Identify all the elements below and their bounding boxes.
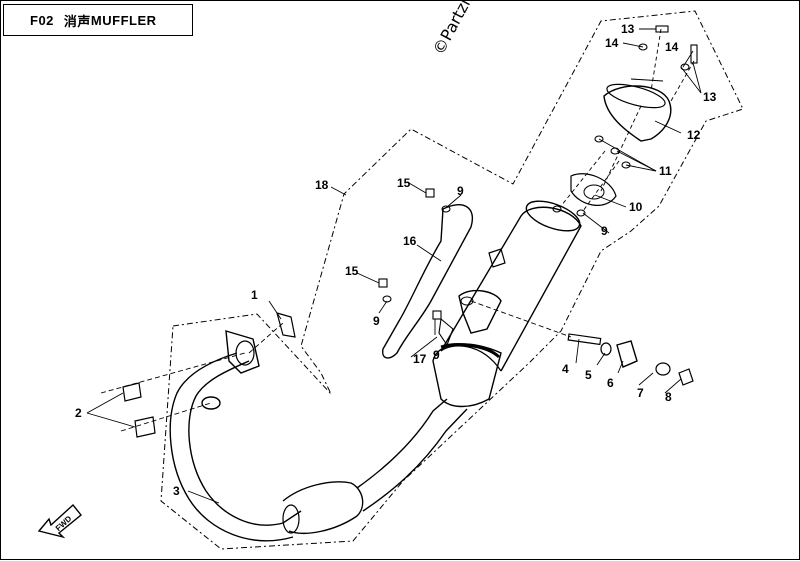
fwd-arrow-icon: FWD [37, 503, 82, 539]
label-3: 3 [173, 484, 180, 498]
label-5: 5 [585, 368, 592, 382]
label-13-top: 13 [621, 22, 635, 36]
assembly-boundary [160, 10, 744, 550]
heat-shield [382, 204, 474, 359]
label-15-top: 15 [397, 176, 411, 190]
label-14-right: 14 [665, 40, 679, 54]
label-7: 7 [637, 386, 644, 400]
label-6: 6 [607, 376, 614, 390]
label-13-right: 13 [703, 90, 717, 104]
label-9-right: 9 [601, 224, 608, 238]
label-1: 1 [251, 288, 258, 302]
label-12: 12 [687, 128, 701, 142]
stud-bolts [122, 382, 156, 438]
label-4: 4 [562, 362, 569, 376]
label-16: 16 [403, 234, 417, 248]
label-15-left: 15 [345, 264, 359, 278]
small-fasteners [378, 25, 698, 347]
muffler-body [432, 200, 582, 408]
exhaust-pipe [169, 330, 468, 542]
label-17: 17 [413, 352, 427, 366]
label-18: 18 [315, 178, 329, 192]
label-11: 11 [659, 164, 672, 178]
leader-lines [86, 28, 702, 504]
label-14-left: 14 [605, 36, 619, 50]
title-box: F02 消声 MUFFLER [3, 4, 193, 36]
figure-cjk: 消声 [63, 13, 91, 29]
mount-hardware [567, 333, 694, 386]
part-labels: 1 2 3 4 5 6 7 8 9 9 9 9 10 11 12 13 13 1… [75, 22, 717, 498]
mount-bracket [458, 289, 502, 334]
gasket [276, 312, 296, 338]
figure-code: F02 [30, 12, 54, 28]
figure-name: MUFFLER [90, 12, 157, 28]
label-9-top: 9 [457, 184, 464, 198]
end-gasket [570, 173, 617, 206]
label-8: 8 [665, 390, 672, 404]
heat-shield-tab [488, 248, 506, 268]
label-2: 2 [75, 406, 82, 420]
label-9-mid: 9 [433, 348, 440, 362]
label-9-left: 9 [373, 314, 380, 328]
label-10: 10 [629, 200, 643, 214]
